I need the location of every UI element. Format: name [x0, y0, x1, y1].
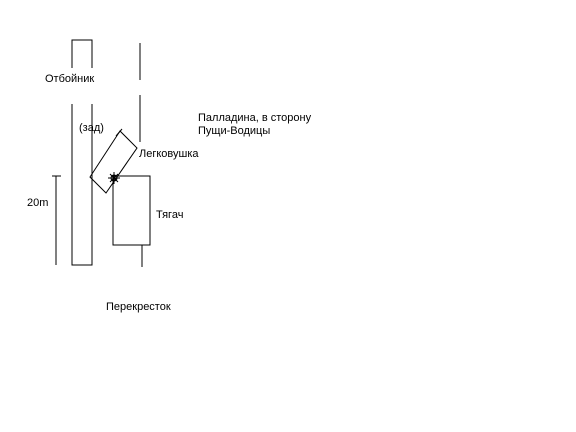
car-label: Легковушка — [139, 148, 199, 160]
direction-label-line2: Пущи-Водицы — [198, 125, 271, 137]
rear-label: (зад) — [79, 122, 104, 134]
direction-label-line1: Палладина, в сторону — [198, 112, 312, 124]
truck-label: Тягач — [156, 209, 184, 221]
intersection-label: Перекресток — [106, 301, 171, 313]
barrier-lower — [71, 104, 93, 266]
barrier-label: Отбойник — [45, 73, 95, 85]
collision-mark — [108, 172, 120, 184]
truck-shape — [112, 175, 151, 246]
car-shape — [89, 130, 138, 194]
distance-label: 20m — [27, 197, 49, 209]
barrier-upper — [71, 39, 93, 68]
car-arrow — [115, 128, 123, 137]
